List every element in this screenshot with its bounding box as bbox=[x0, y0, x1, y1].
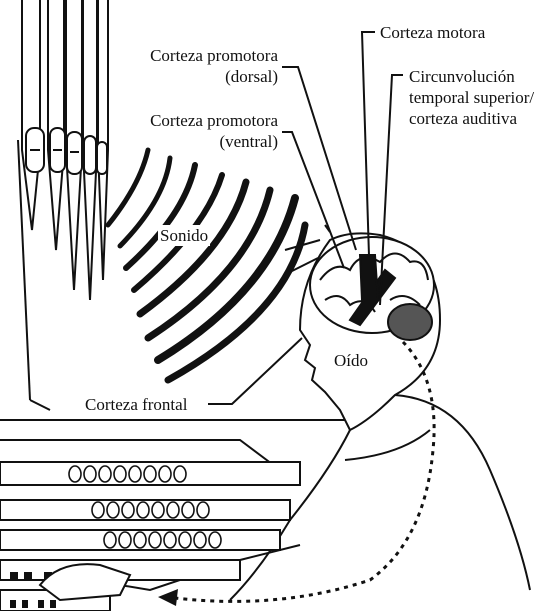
label-premotor-dorsal-line2: (dorsal) bbox=[118, 66, 278, 87]
label-premotor-ventral-line1: Corteza promotora bbox=[118, 110, 278, 131]
label-ear: Oído bbox=[334, 350, 368, 371]
label-premotor-ventral-line2: (ventral) bbox=[118, 131, 278, 152]
label-auditory-line3: corteza auditiva bbox=[409, 108, 517, 129]
organ-pipes bbox=[22, 0, 108, 300]
label-sound: Sonido bbox=[158, 225, 210, 246]
label-premotor-dorsal-line1: Corteza promotora bbox=[118, 45, 278, 66]
arrowhead-icon bbox=[158, 589, 178, 606]
label-motor-cortex: Corteza motora bbox=[380, 22, 485, 43]
label-auditory-line1: Circunvolución bbox=[409, 66, 515, 87]
label-auditory-line2: temporal superior/ bbox=[409, 87, 534, 108]
label-frontal-cortex: Corteza frontal bbox=[83, 394, 189, 415]
sound-waves bbox=[108, 150, 305, 380]
